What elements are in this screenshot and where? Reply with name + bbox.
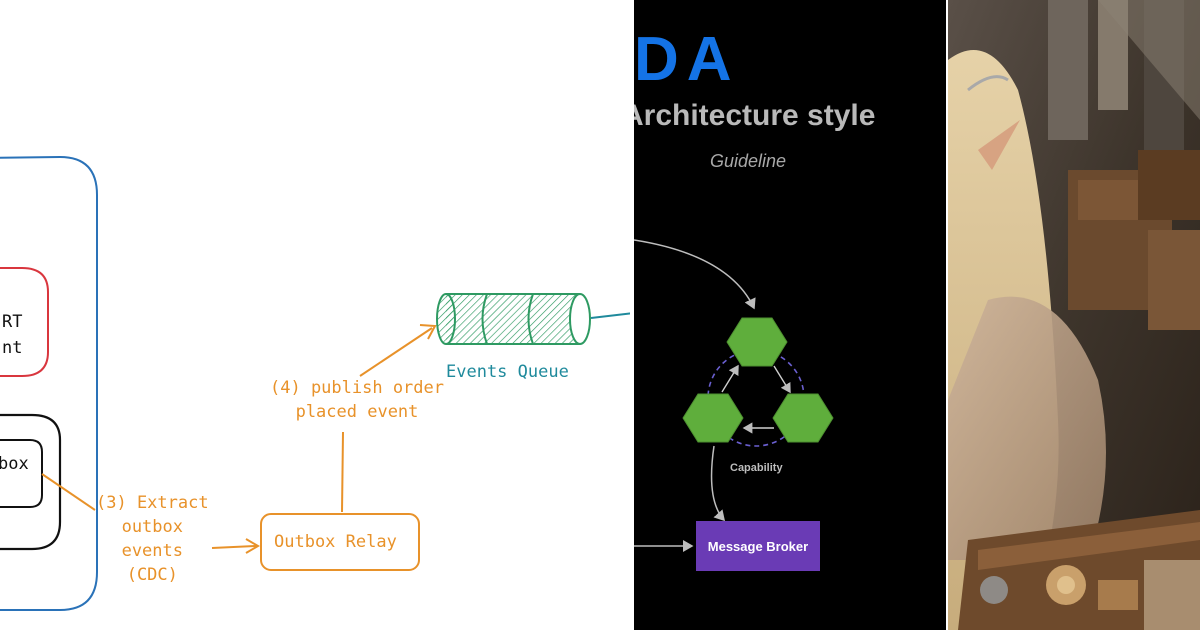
- outbox-relay-box: [260, 513, 420, 571]
- cycle-arrow-1: [721, 364, 739, 393]
- outbox-table-box: [0, 439, 43, 508]
- arrow-to-queue: [359, 327, 433, 377]
- arrow-to-relay: [211, 545, 257, 549]
- events-queue-cylinder: [436, 293, 591, 345]
- arrow-to-relay-head: [245, 538, 260, 554]
- cycle-arrow-2: [773, 365, 791, 394]
- events-queue-label: Events Queue: [446, 362, 569, 382]
- eda-diagram: [634, 239, 834, 552]
- capability-label: Capability: [730, 462, 783, 474]
- fantasy-elf-illustration: [948, 0, 1200, 630]
- step-3-label: (3) Extract outbox events (CDC): [96, 493, 209, 585]
- panel-divider-1: [630, 0, 634, 630]
- illustration-art: [948, 0, 1200, 630]
- arrow-to-queue-head: [419, 324, 437, 340]
- outbox-relay-label: Outbox Relay: [274, 532, 397, 552]
- cdc-connector: [41, 473, 96, 511]
- outbox-sketch-panel: RT nt box (3) Extract outbox events (CDC…: [0, 155, 634, 611]
- database-box: [0, 413, 62, 551]
- sketch-shapes: [0, 155, 634, 611]
- relay-up-line: [341, 431, 344, 513]
- hexagon-top: [726, 317, 788, 367]
- red-box-text-2: nt: [2, 338, 23, 358]
- eda-guideline: Guideline: [710, 151, 787, 171]
- service-boundary: [0, 155, 98, 611]
- hexagon-left: [682, 393, 744, 443]
- red-box-text-1: RT: [2, 312, 23, 332]
- hexagon-right: [772, 393, 834, 443]
- eda-subtitle: Architecture style: [634, 99, 876, 132]
- down-curve: [710, 445, 726, 522]
- eda-title: DA: [634, 25, 740, 94]
- red-component-box: [0, 267, 49, 377]
- step-4-label: (4) publish order placed event: [270, 378, 444, 422]
- eda-slide-panel: DA Architecture style Guideline Capabili…: [634, 0, 948, 630]
- outbox-table-label: box: [0, 454, 29, 474]
- message-broker-box: Message Broker: [696, 521, 820, 571]
- incoming-curve: [634, 239, 756, 310]
- queue-out-line: [590, 312, 634, 319]
